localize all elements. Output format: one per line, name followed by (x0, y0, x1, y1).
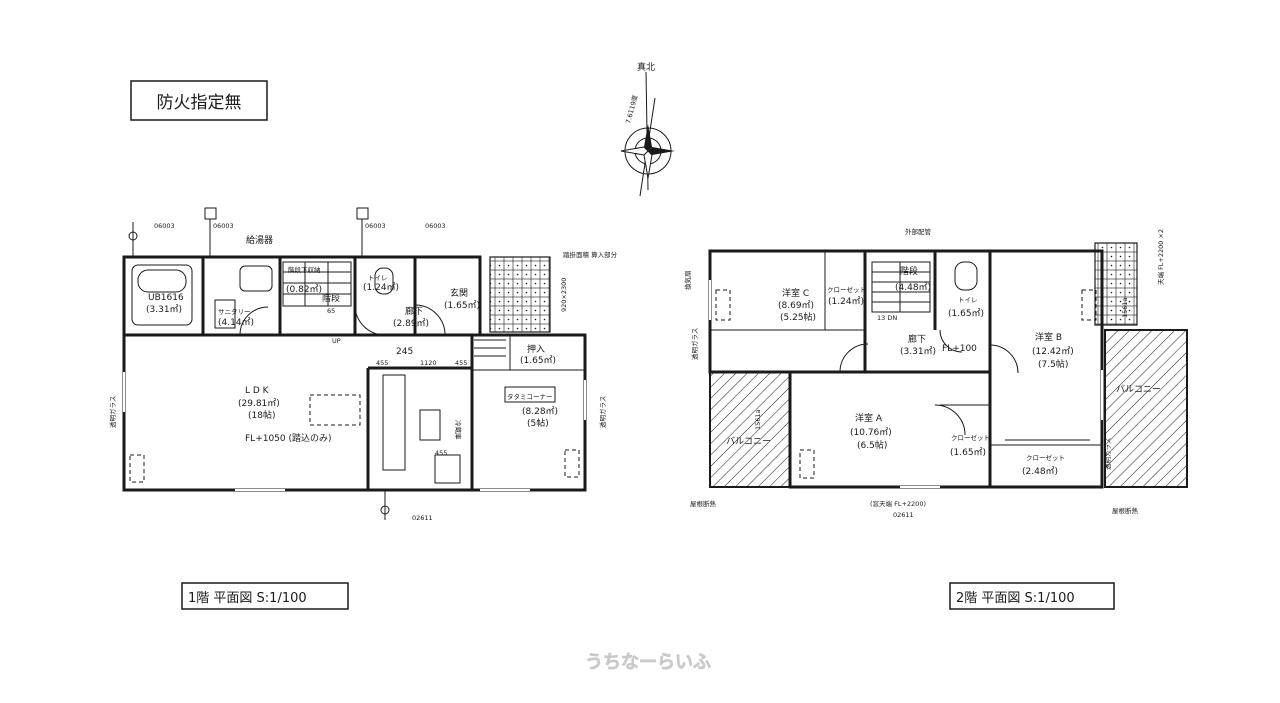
svg-text:(10.76㎡): (10.76㎡) (850, 427, 892, 438)
svg-text:(12.42㎡): (12.42㎡) (1032, 346, 1074, 357)
svg-text:(4.14㎡): (4.14㎡) (218, 317, 254, 328)
mark-02611-floor1: 02611 (412, 514, 433, 522)
svg-text:廊下: 廊下 (908, 333, 926, 345)
svg-text:(7.5帖): (7.5帖) (1038, 358, 1068, 370)
svg-text:(3.31㎡): (3.31㎡) (900, 346, 936, 357)
svg-text:洋室 A: 洋室 A (855, 412, 883, 424)
ventilation-label: 換気扇 (683, 271, 692, 291)
balcony-right-label: バルコニー (1116, 384, 1161, 395)
fire-zone-notice: 防火指定無 (130, 80, 268, 121)
mark-1561a-right: 1561a (1121, 297, 1129, 318)
svg-text:(8.28㎡): (8.28㎡) (522, 406, 558, 417)
svg-text:FL+100: FL+100 (942, 344, 977, 354)
svg-text:クローゼット: クローゼット (827, 285, 866, 294)
svg-text:玄関: 玄関 (450, 287, 468, 299)
floor2-stairs (871, 261, 931, 313)
mark-06003-a: 06003 (154, 222, 175, 230)
svg-text:洋室 B: 洋室 B (1035, 331, 1062, 343)
svg-text:トイレ: トイレ (958, 296, 978, 304)
floor1-labels: 06003 06003 06003 06003 給湯器 踏掛面積 算入部分 92… (108, 222, 618, 522)
roof-insulation-right: 屋根断熱 (1112, 506, 1139, 515)
window-note: (窓天端 FL+2200) (870, 499, 926, 508)
svg-text:(1.24㎡): (1.24㎡) (363, 282, 399, 293)
svg-text:階段: 階段 (900, 265, 918, 277)
watermark: うちなーらいふ (585, 652, 711, 673)
svg-text:(1.24㎡): (1.24㎡) (828, 296, 864, 307)
floor1-meters (128, 207, 390, 520)
north-compass: 真北 7.6119度 (620, 61, 675, 197)
floor1-plan: 06003 06003 06003 06003 給湯器 踏掛面積 算入部分 92… (108, 207, 618, 522)
fl-note: FL+1050 (踏込のみ) (245, 432, 332, 444)
svg-text:(1.65㎡): (1.65㎡) (948, 308, 984, 319)
svg-text:タタミコーナー: タタミコーナー (507, 392, 553, 401)
ldk-area: (29.81㎡) (238, 398, 280, 409)
svg-text:(5帖): (5帖) (527, 417, 549, 429)
svg-text:1120: 1120 (420, 359, 437, 367)
mark-06003-d: 06003 (425, 222, 446, 230)
svg-text:(3.31㎡): (3.31㎡) (146, 304, 182, 315)
svg-text:1階 平面図 S:1/100: 1階 平面図 S:1/100 (188, 591, 307, 606)
mark-06003-c: 06003 (365, 222, 386, 230)
clear-glass-left: 透明ガラス (108, 396, 117, 428)
svg-text:階段: 階段 (322, 292, 340, 304)
angle-label: 7.6119度 (623, 93, 639, 124)
floor1-title: 1階 平面図 S:1/100 (181, 582, 349, 610)
svg-text:65: 65 (327, 307, 335, 315)
floor2-plan: 外部配管 換気扇 透明ガラス 天端 FL+2200 ×2 1561a 洋室 C … (683, 227, 1188, 519)
svg-text:(4.48㎡): (4.48㎡) (895, 282, 931, 293)
ldk-name: L D K (245, 386, 270, 396)
floor1-stairs (282, 261, 506, 357)
water-heater-label: 給湯器 (246, 234, 273, 246)
svg-text:(2.89㎡): (2.89㎡) (393, 318, 429, 329)
svg-text:(1.65㎡): (1.65㎡) (444, 300, 480, 311)
svg-text:階段下収納: 階段下収納 (288, 265, 321, 274)
clear-glass-right: 透明ガラス (598, 396, 607, 428)
mark-06003-b: 06003 (213, 222, 234, 230)
floor2-title: 2階 平面図 S:1/100 (949, 582, 1115, 610)
svg-text:UB1616: UB1616 (148, 293, 184, 303)
svg-text:(0.82㎡): (0.82㎡) (286, 284, 322, 295)
svg-text:(2.48㎡): (2.48㎡) (1022, 466, 1058, 477)
external-pipe-label: 外部配管 (905, 227, 932, 236)
clear-glass-a: 透明ガラス (690, 328, 699, 360)
roof-insulation-left: 屋根断熱 (690, 499, 717, 508)
clear-glass-b: 透明ガラス (1103, 438, 1112, 470)
svg-text:(1.65㎡): (1.65㎡) (950, 447, 986, 458)
svg-text:13 DN: 13 DN (877, 314, 897, 322)
svg-text:245: 245 (396, 347, 413, 357)
mark-02611-floor2: 02611 (893, 511, 914, 519)
svg-text:455: 455 (376, 359, 388, 367)
mark-1561a-left: 1561a (754, 409, 762, 430)
svg-text:クローゼット: クローゼット (1026, 453, 1065, 462)
svg-text:(1.65㎡): (1.65㎡) (520, 355, 556, 366)
svg-text:トイレ: トイレ (368, 274, 388, 282)
svg-text:2階 平面図 S:1/100: 2階 平面図 S:1/100 (956, 591, 1075, 606)
svg-text:(5.25帖): (5.25帖) (780, 311, 816, 323)
svg-text:UP: UP (332, 337, 341, 345)
ldk-tatami: (18帖) (248, 409, 275, 421)
svg-text:(8.69㎡): (8.69㎡) (778, 300, 814, 311)
paving-note: 踏掛面積 算入部分 (563, 250, 618, 259)
svg-text:クローゼット: クローゼット (951, 433, 990, 442)
svg-text:(6.5帖): (6.5帖) (857, 439, 887, 451)
svg-text:洋室 C: 洋室 C (782, 287, 809, 299)
svg-text:455: 455 (435, 449, 447, 457)
paving-size: 920×2300 (560, 278, 568, 312)
svg-text:455: 455 (455, 359, 467, 367)
svg-text:廊下: 廊下 (405, 305, 423, 317)
svg-text:サニタリー: サニタリー (218, 307, 251, 316)
svg-text:押入: 押入 (527, 343, 545, 355)
balcony-left-label: バルコニー (726, 436, 771, 447)
refrigerator-label: 冷蔵庫 (454, 420, 463, 440)
right-dim-label: 天端 FL+2200 ×2 (1156, 229, 1165, 285)
true-north-label: 真北 (637, 61, 655, 73)
floor2-labels: 外部配管 換気扇 透明ガラス 天端 FL+2200 ×2 1561a 洋室 C … (683, 227, 1165, 519)
svg-text:防火指定無: 防火指定無 (157, 93, 242, 113)
